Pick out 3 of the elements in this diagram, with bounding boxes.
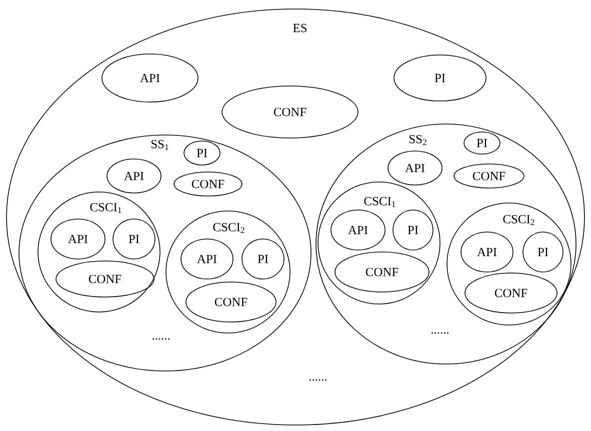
ellipsis-label: ...... [152, 338, 170, 340]
ellipsis-label: ...... [310, 379, 327, 381]
ellipsis-label: ...... [432, 332, 449, 334]
